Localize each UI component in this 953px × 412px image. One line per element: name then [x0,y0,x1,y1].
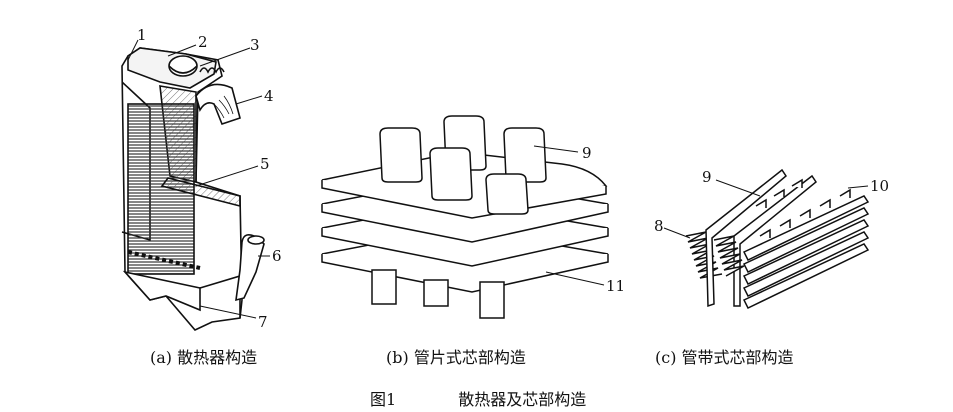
figure-title-text: 散热器及芯部构造 [458,390,587,409]
fin-tabs [755,178,851,238]
corrugated-fin-right [742,195,870,309]
tube-stubs [371,269,505,319]
tube-plate-core-drawing [321,115,609,319]
callout-2: 2 [198,33,208,51]
flat-tube-2 [733,174,818,307]
figure-title: 图1 散热器及芯部构造 [370,388,586,412]
caption-panel-c: (c) 管带式芯部构造 [655,348,794,367]
callouts-panel-a: 1 2 3 4 5 6 7 [137,26,282,331]
callout-8: 8 [654,217,664,235]
overflow-pipe [199,67,225,74]
callout-9: 9 [582,144,592,162]
callout-9c: 9 [702,168,712,186]
callout-11: 11 [606,277,625,295]
inlet-hose [195,83,241,125]
callout-7: 7 [258,313,268,331]
callout-10: 10 [870,177,889,195]
callouts-panel-b: 9 11 [582,144,625,295]
callouts-panel-c: 9 10 8 [654,168,889,235]
callout-6: 6 [272,247,282,265]
corrugated-fin-middle [713,235,745,277]
tube-fin-core-drawing [663,168,870,309]
figure-title-prefix: 图1 [370,390,397,409]
radiator-drawing [121,39,270,331]
caption-panel-a: (a) 散热器构造 [150,348,258,367]
callout-4: 4 [264,87,274,105]
flat-tube-1 [705,168,787,308]
callout-1: 1 [137,26,147,44]
callout-3: 3 [250,36,260,54]
core-diagonal-fins [160,177,241,208]
caption-panel-b: (b) 管片式芯部构造 [386,348,526,367]
flat-tubes [379,115,547,215]
callout-5: 5 [260,155,270,173]
radiator-diagram: 1 2 3 4 5 6 7 [121,26,889,331]
lower-tank [122,270,201,312]
